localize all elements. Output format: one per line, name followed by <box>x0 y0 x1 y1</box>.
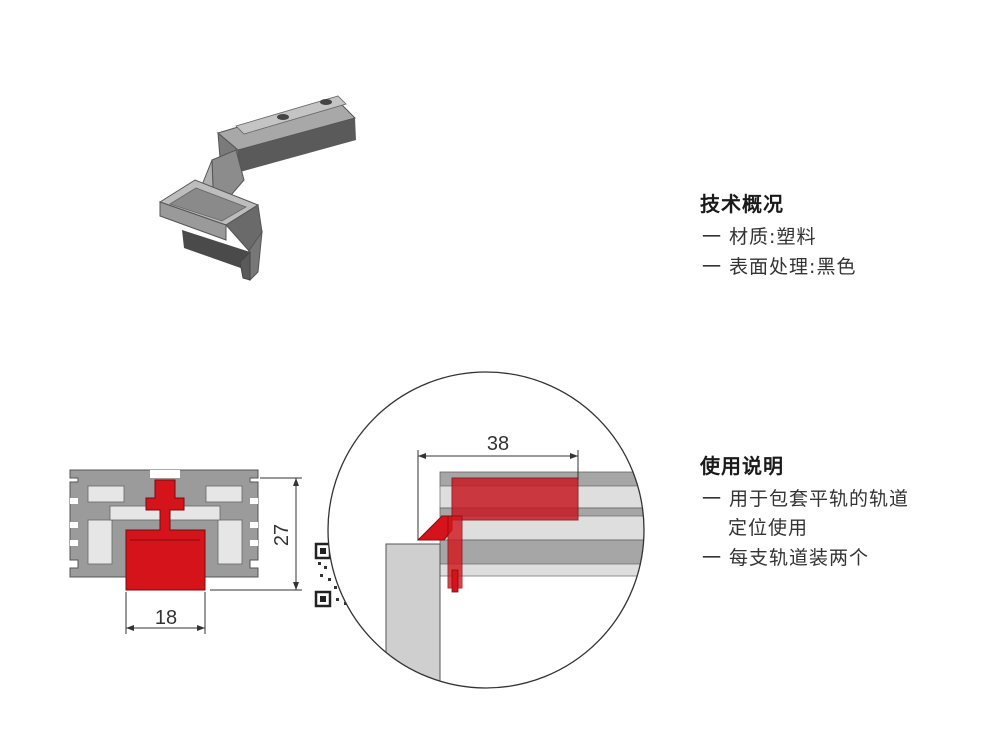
dimension-width <box>125 592 206 634</box>
detail-view <box>328 372 644 688</box>
clip-cross-section <box>125 479 206 591</box>
dimension-width-label: 18 <box>155 607 177 629</box>
detail-circle-outline <box>327 371 645 689</box>
tech-overview-heading: 技术概况 <box>700 192 784 216</box>
usage-heading: 使用说明 <box>700 454 784 478</box>
tech-finish-line: 一 表面处理:黑色 <box>702 256 857 278</box>
part-3d-render <box>158 95 356 282</box>
usage-line-3: 一 每支轨道装两个 <box>702 547 870 569</box>
tech-material-line: 一 材质:塑料 <box>702 226 817 248</box>
dimension-height <box>210 477 302 591</box>
usage-line-2: 定位使用 <box>728 517 809 539</box>
dimension-detail-width-label: 38 <box>487 433 509 455</box>
usage-line-1: 一 用于包套平轨的轨道 <box>702 488 910 510</box>
dimension-detail-width <box>417 450 579 540</box>
dimension-height-label: 27 <box>271 524 293 546</box>
